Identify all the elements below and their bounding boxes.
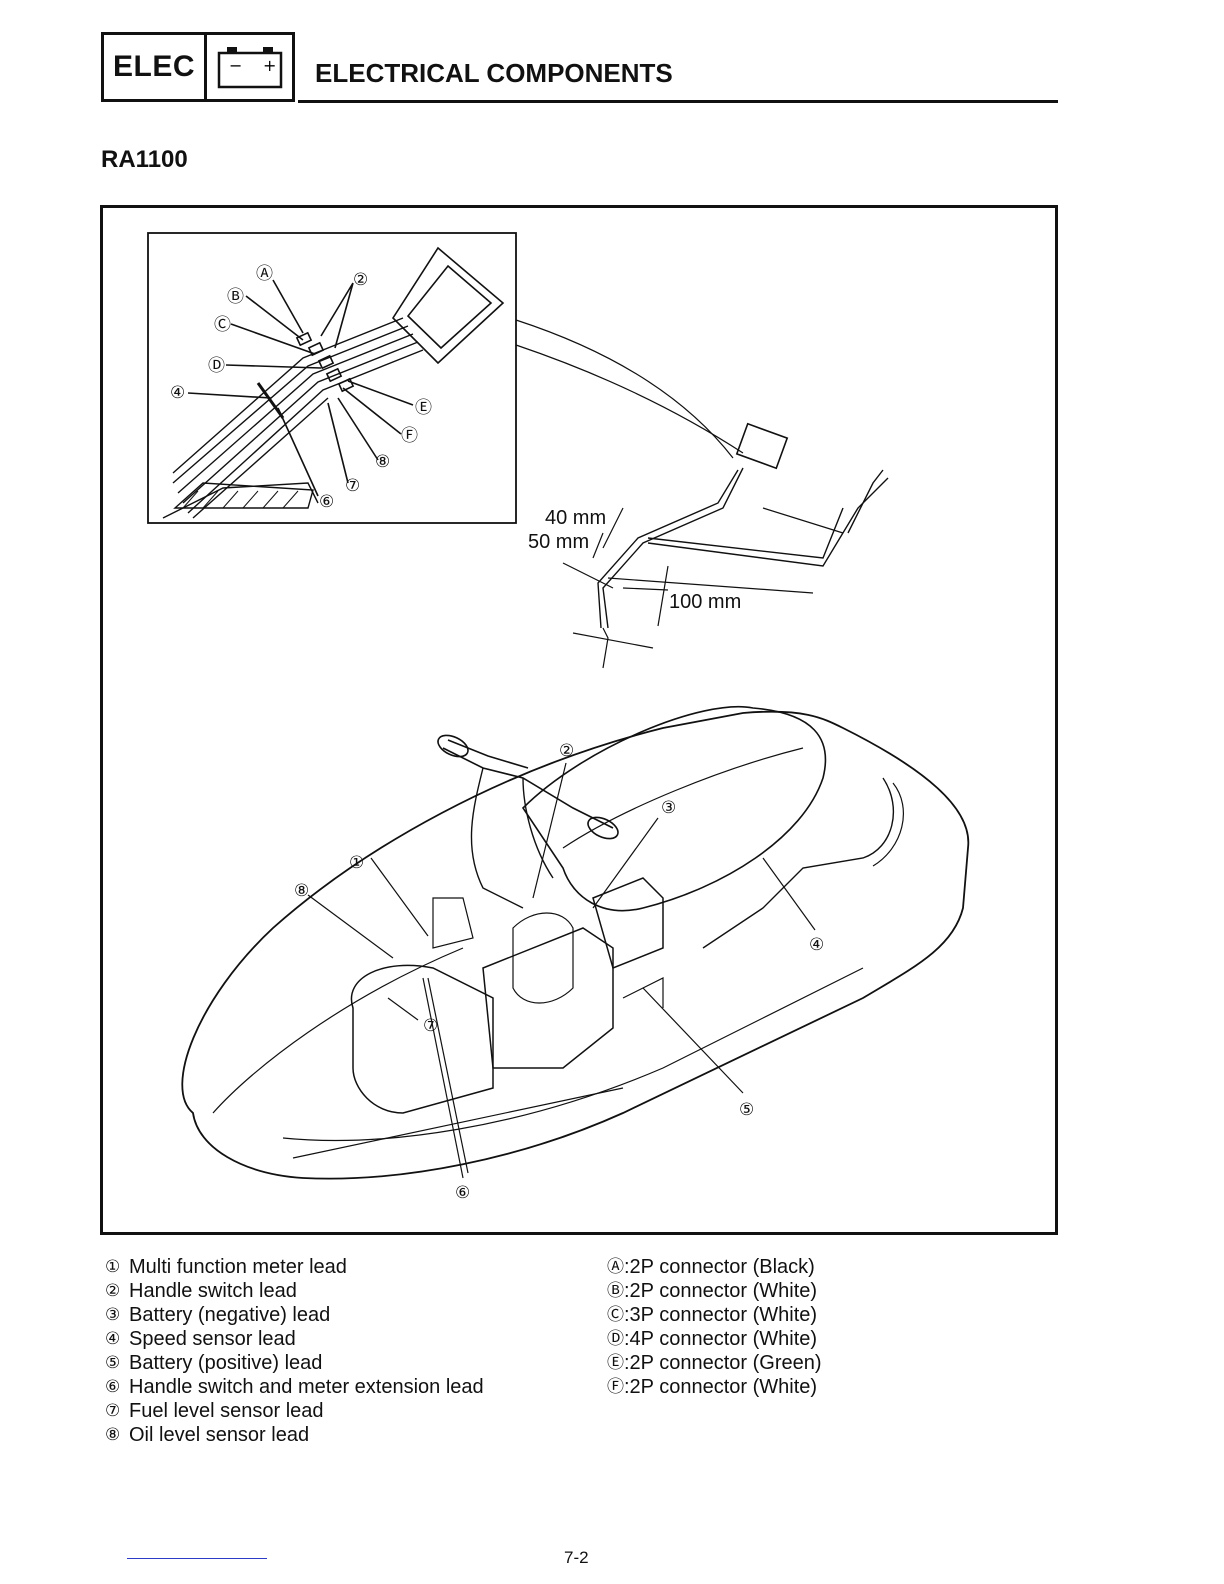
legend-text: :3P connector (White) [624,1304,818,1326]
dimension-100mm: 100 mm [669,591,741,613]
legend-item: ⑥ Handle switch and meter extension lead [105,1375,484,1399]
page-number: 7-2 [564,1548,589,1567]
section-tab: ELEC − + [101,32,295,102]
legend-text: Handle switch and meter extension lead [129,1376,484,1398]
engine-block [482,927,614,1069]
meter-connector-detail [735,422,789,470]
legend-marker: ② [105,1281,121,1301]
legend-marker: Ⓑ [607,1281,624,1301]
legend-marker: Ⓒ [607,1305,624,1325]
legend-marker: Ⓐ [607,1257,624,1277]
battery-minus-label: − [229,56,242,75]
speed-sensor-lead [702,777,895,949]
callout-6-inset: ⑥ [319,492,334,512]
battery-plus-label: + [263,56,276,75]
callout-F: Ⓕ [401,426,418,446]
page-title: ELECTRICAL COMPONENTS [315,58,673,88]
battery-case [592,877,664,970]
wiring-illustration: Ⓐ Ⓑ Ⓒ Ⓓ ④ ② Ⓔ Ⓕ ⑧ ⑦ ⑥ 40 mm 50 mm 100 mm… [147,232,970,1203]
legend-marker: ⑤ [105,1353,121,1373]
seat-outline [521,706,827,912]
callout-8: ⑧ [294,881,309,901]
legend-text: Battery (positive) lead [129,1352,323,1374]
legend-marker: ⑦ [105,1401,121,1421]
model-label: RA1100 [101,146,188,173]
legend-item: ① Multi function meter lead [105,1255,484,1279]
section-code: ELEC [104,35,207,99]
legend-item: ④ Speed sensor lead [105,1327,484,1351]
meter-unit-outline [391,246,505,365]
legend-text: :2P connector (Green) [624,1352,822,1374]
callout-3: ③ [661,798,676,818]
callout-4: ④ [809,935,824,955]
callout-7: ⑦ [423,1016,438,1036]
legend-connectors: Ⓐ:2P connector (Black) Ⓑ:2P connector (W… [607,1255,822,1399]
legend-text: :2P connector (White) [624,1280,818,1302]
legend-text: Multi function meter lead [129,1256,347,1278]
footer-rule [127,1558,267,1559]
legend-item: ② Handle switch lead [105,1279,484,1303]
legend-text: :4P connector (White) [624,1328,818,1350]
legend-marker: Ⓔ [607,1353,624,1373]
legend-text: :2P connector (White) [624,1376,818,1398]
legend-item: Ⓑ:2P connector (White) [607,1279,822,1303]
wiring-figure: Ⓐ Ⓑ Ⓒ Ⓓ ④ ② Ⓔ Ⓕ ⑧ ⑦ ⑥ 40 mm 50 mm 100 mm… [100,205,1058,1235]
fuel-tank [350,964,494,1114]
legend-marker: Ⓕ [607,1377,624,1397]
legend-marker: ③ [105,1305,121,1325]
legend-text: Battery (negative) lead [129,1304,331,1326]
callout-A: Ⓐ [256,264,273,284]
legend-leads: ① Multi function meter lead ② Handle switc… [105,1255,484,1447]
callout-E: Ⓔ [415,398,432,418]
legend-marker: Ⓓ [607,1329,624,1349]
watercraft-hull [181,710,970,1180]
legend-text: Speed sensor lead [129,1328,296,1350]
legend-marker: ① [105,1257,121,1277]
callout-2-inset: ② [353,270,368,290]
legend-item: Ⓔ:2P connector (Green) [607,1351,822,1375]
battery-icon: − + [207,35,292,99]
legend-item: ③ Battery (negative) lead [105,1303,484,1327]
callout-C: Ⓒ [214,315,231,335]
callout-B: Ⓑ [227,287,244,307]
callout-5: ⑤ [739,1100,754,1120]
callout-1: ① [349,853,364,873]
legend-item: Ⓒ:3P connector (White) [607,1303,822,1327]
callout-7-inset: ⑦ [345,476,360,496]
detail-inset-frame [147,232,517,524]
header-rule [298,100,1058,103]
callout-6: ⑥ [455,1183,470,1203]
legend-item: Ⓕ:2P connector (White) [607,1375,822,1399]
legend-item: ⑧ Oil level sensor lead [105,1423,484,1447]
legend-text: Handle switch lead [129,1280,297,1302]
dimension-40mm: 40 mm [545,507,606,529]
legend-marker: ⑧ [105,1425,121,1445]
dimension-50mm: 50 mm [528,531,589,553]
legend-item: ⑤ Battery (positive) lead [105,1351,484,1375]
callout-8-inset: ⑧ [375,452,390,472]
legend-marker: ⑥ [105,1377,121,1397]
callout-2: ② [559,741,574,761]
legend-item: Ⓐ:2P connector (Black) [607,1255,822,1279]
legend-marker: ④ [105,1329,121,1349]
legend-item: Ⓓ:4P connector (White) [607,1327,822,1351]
legend-text: Oil level sensor lead [129,1424,310,1446]
legend-text: :2P connector (Black) [624,1256,815,1278]
callout-D: Ⓓ [208,356,225,376]
legend-text: Fuel level sensor lead [129,1400,324,1422]
callout-4-inset: ④ [170,383,185,403]
legend-item: ⑦ Fuel level sensor lead [105,1399,484,1423]
